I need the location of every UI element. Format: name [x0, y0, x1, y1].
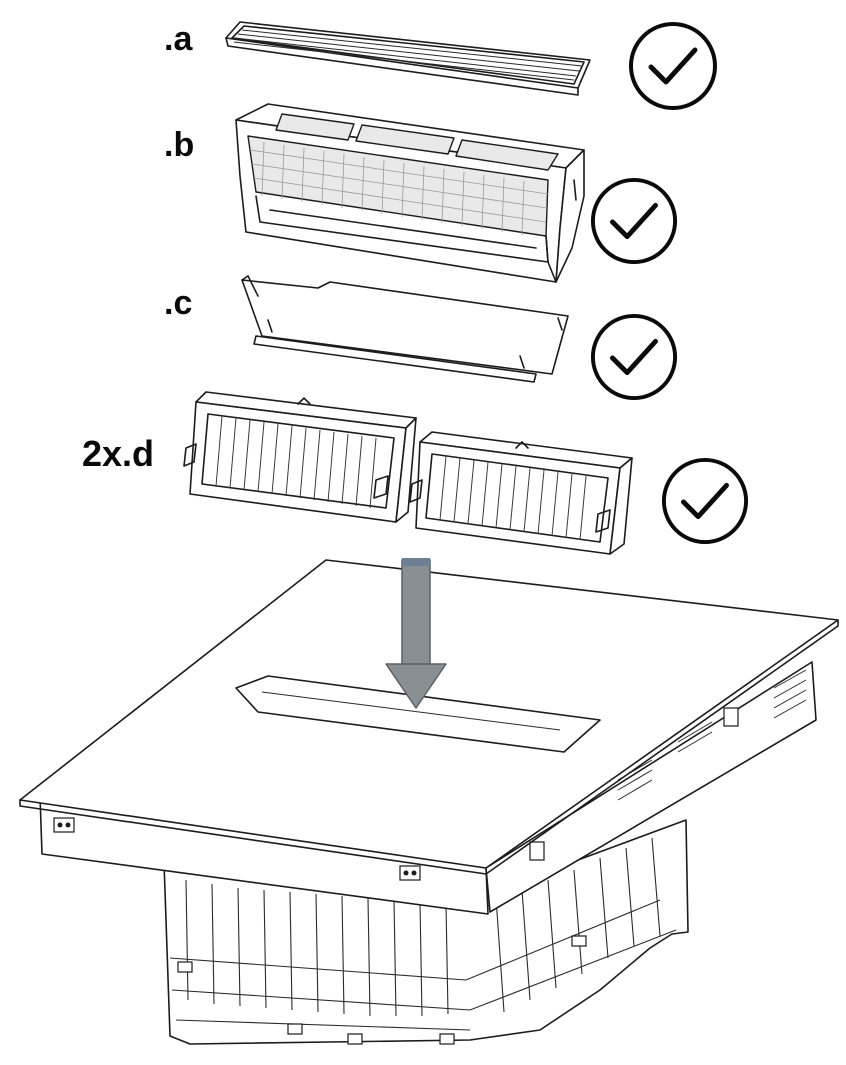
hob-glass-top	[19, 559, 839, 875]
base-housing	[163, 819, 689, 1045]
part-c-plate	[241, 275, 569, 383]
label-part-c: .c	[164, 284, 193, 322]
part-d-cassette-right	[409, 431, 633, 555]
down-arrow-icon	[385, 558, 447, 709]
check-circle-icon	[661, 457, 749, 545]
part-a-grille	[225, 21, 591, 96]
hob-extraction-slot	[235, 675, 601, 753]
label-part-d: 2x.d	[82, 433, 155, 474]
part-b-basket	[235, 103, 585, 283]
check-circle-icon	[590, 313, 678, 401]
label-part-b: .b	[164, 126, 195, 164]
check-circle-icon	[629, 22, 717, 110]
label-part-a: .a	[164, 20, 193, 58]
part-d-cassette-left	[183, 391, 417, 523]
check-circle-icon	[590, 177, 678, 265]
